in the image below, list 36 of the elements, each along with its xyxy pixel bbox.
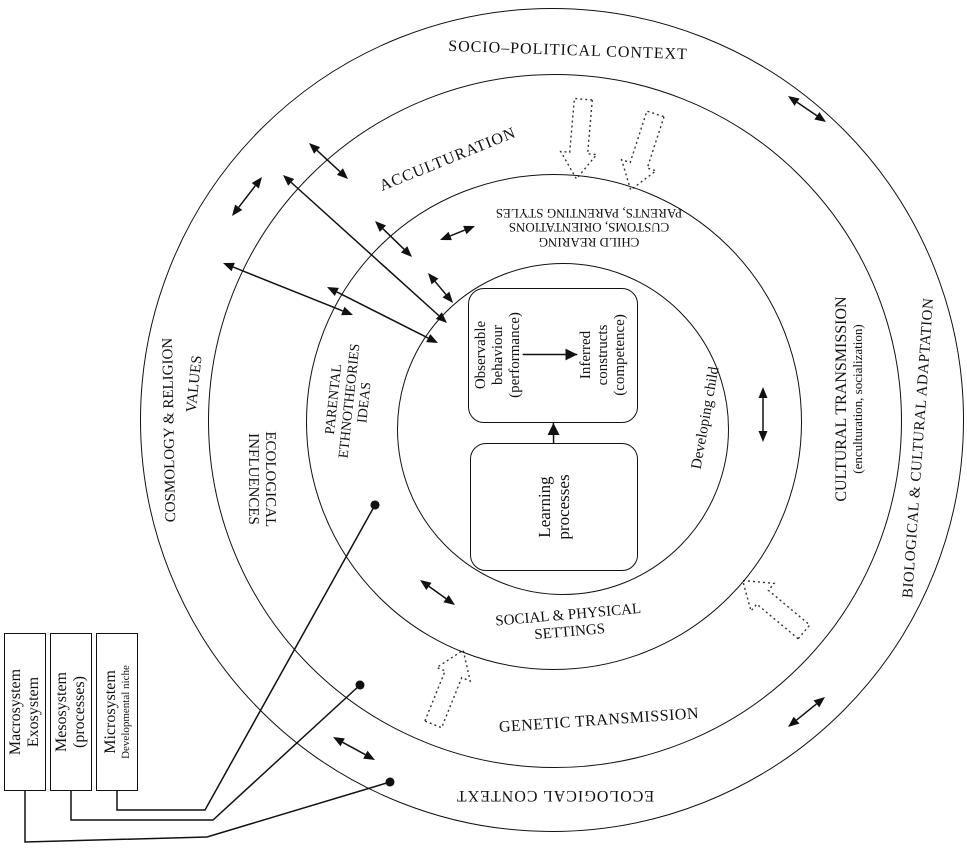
circle xyxy=(208,74,902,768)
ring-label: PARENTAL ETHNOTHEORIES IDEAS xyxy=(321,341,376,460)
leader-line xyxy=(70,680,364,821)
rounded-box xyxy=(470,443,638,571)
ring-label: VALUES xyxy=(183,354,206,413)
label-box xyxy=(96,633,138,791)
box-label: Macrosystem xyxy=(6,668,24,755)
label-box xyxy=(50,633,92,791)
ring-label: CHILD REARING xyxy=(537,234,640,248)
ring-label: CUSTOMS, ORIENTATIONS xyxy=(507,219,670,234)
ring-label: CULTURAL TRANSMISSION xyxy=(832,296,851,502)
box-label: Exosystem xyxy=(24,675,42,749)
box-label: Learning processes xyxy=(534,474,573,540)
ring-label: Developing child xyxy=(688,365,724,471)
circle xyxy=(396,262,728,594)
arrow xyxy=(548,423,560,443)
leader-line xyxy=(24,778,394,843)
ring-label: (enculturation, socialization) xyxy=(850,323,866,476)
ring-label: BIOLOGICAL & CULTURAL ADAPTATION xyxy=(900,296,938,598)
box-label: Mesosystem xyxy=(52,672,70,752)
arrow xyxy=(522,348,578,360)
box-label: (processes) xyxy=(70,674,88,750)
box-label: Developmental niche xyxy=(119,664,132,758)
ring-label: COSMOLOGY & RELIGION xyxy=(160,337,180,522)
label-box xyxy=(4,633,46,791)
ring-label: GENETIC TRANSMISSION xyxy=(498,705,700,737)
ring-label: ECOLOGICAL INFLUENCES xyxy=(244,431,278,527)
circle xyxy=(140,8,964,832)
box-label: Observable behaviour (performance) xyxy=(472,312,523,398)
ring-label: PARENTS, PARENTING STYLES xyxy=(495,204,682,220)
rounded-box xyxy=(468,288,638,423)
ring-label: ECOLOGICAL CONTEXT xyxy=(455,786,654,804)
box-label: Microsystem xyxy=(101,668,120,756)
ring-label: SOCIO–POLITICAL CONTEXT xyxy=(447,37,688,64)
leader-line xyxy=(116,500,380,811)
box-label: Inferred constructs (competence) xyxy=(577,314,628,396)
